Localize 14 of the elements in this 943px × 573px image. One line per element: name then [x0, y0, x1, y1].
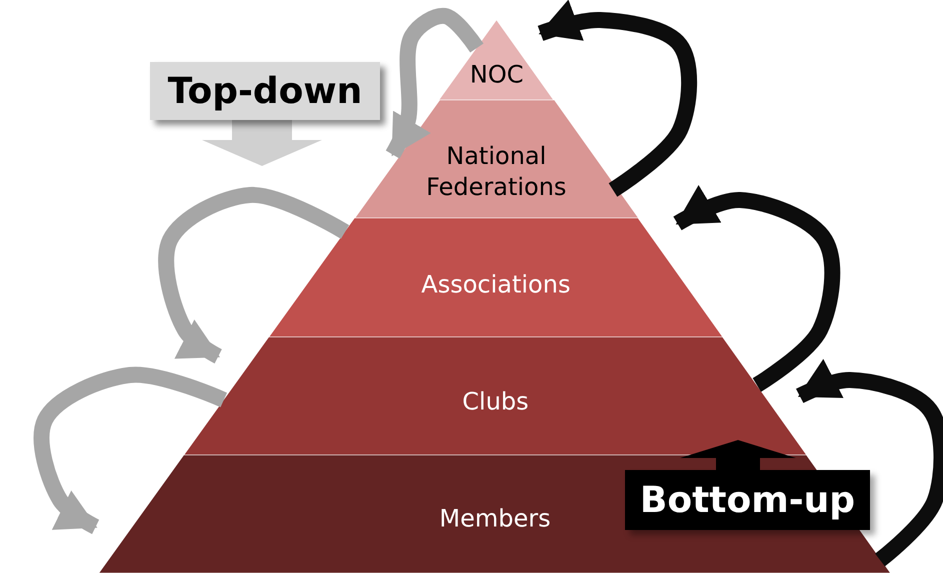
curved-arrow	[538, 0, 698, 197]
tier-label: Members	[438, 503, 552, 534]
tier-label: NOC	[468, 59, 524, 90]
curved-arrow	[796, 359, 943, 566]
direction-label: Top-down	[150, 62, 380, 120]
tier-label: National Federations	[425, 140, 568, 203]
tier-label: Associations	[420, 269, 572, 300]
curved-arrow	[158, 187, 350, 364]
curved-arrow	[673, 185, 840, 392]
curved-arrow	[386, 8, 484, 159]
block-arrow	[202, 120, 322, 166]
curved-arrow	[34, 366, 227, 534]
block-arrow	[680, 440, 796, 470]
tier-label: Clubs	[461, 386, 530, 418]
